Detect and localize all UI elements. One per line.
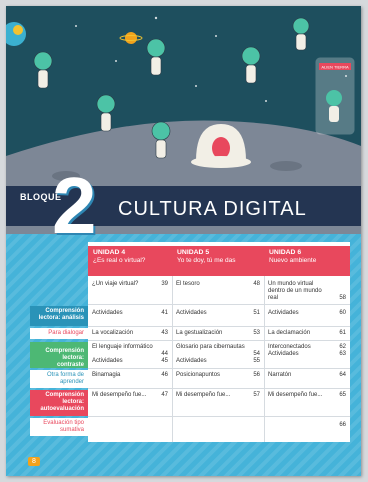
unit-title: UNIDAD 5	[177, 249, 210, 256]
section-label: Comprensión lectora: autoevaluación	[30, 390, 88, 416]
unit-header: UNIDAD 4 ¿Es real o virtual?	[88, 246, 172, 276]
toc-entry[interactable]: La vocalización	[92, 330, 134, 336]
toc-page: 65	[339, 392, 346, 398]
toc-entry[interactable]: Posicionapuntos	[176, 372, 221, 378]
toc-page: 43	[161, 330, 168, 336]
toc-page: 45	[161, 358, 168, 364]
toc-entry[interactable]: La declamación	[268, 330, 311, 336]
toc-entry[interactable]: Actividades	[268, 351, 299, 357]
unit-header: UNIDAD 5 Yo te doy, tú me das	[172, 246, 264, 276]
toc-page: 57	[253, 392, 260, 398]
toc-page: 55	[253, 358, 260, 364]
toc-page: 61	[339, 330, 346, 336]
toc-page: 39	[161, 281, 168, 287]
toc-entry[interactable]: Actividades	[268, 310, 299, 316]
toc-page: 58	[339, 295, 346, 301]
unit-subtitle: Yo te doy, tú me das	[177, 257, 236, 264]
unit-title: UNIDAD 4	[93, 249, 126, 256]
block-label: BLOQUE	[20, 192, 62, 202]
unit-subtitle: Nuevo ambiente	[269, 257, 317, 264]
toc-page: 63	[339, 351, 346, 357]
toc-page: 41	[161, 310, 168, 316]
unit-subtitle: ¿Es real o virtual?	[93, 257, 146, 264]
section-label: Evaluación tipo sumativa	[30, 418, 88, 436]
screen-badge: ALIEN TIERRA	[321, 65, 349, 70]
section-label: Comprensión lectora: análisis	[30, 306, 88, 326]
toc-entry[interactable]: Actividades	[92, 310, 123, 316]
section-label: Otra forma de aprender	[30, 370, 88, 388]
toc-page: 66	[339, 422, 346, 428]
toc-page: 47	[161, 392, 168, 398]
toc-page: 44	[161, 351, 168, 357]
toc-entry[interactable]: Actividades	[176, 310, 207, 316]
toc-page: 62	[339, 344, 346, 350]
toc-entry[interactable]: Actividades	[176, 358, 207, 364]
toc-entry[interactable]: Interconectados	[268, 344, 311, 350]
toc-entry[interactable]: ¿Un viaje virtual?	[92, 281, 139, 287]
toc-entry[interactable]: Glosario para cibernautas	[176, 344, 245, 350]
toc-entry[interactable]: Mi desempeño fue...	[176, 392, 231, 398]
toc-entry[interactable]: Narratón	[268, 372, 292, 378]
page-title: CULTURA DIGITAL	[118, 198, 307, 220]
toc-page: 51	[253, 310, 260, 316]
toc-page: 54	[253, 351, 260, 357]
toc-entry[interactable]: El lenguaje informático	[92, 344, 153, 350]
toc-page: 53	[253, 330, 260, 336]
toc-entry[interactable]: Un mundo virtual dentro de un mundo real	[268, 281, 322, 301]
block-number: 2	[52, 161, 97, 250]
toc-page: 48	[253, 281, 260, 287]
toc-entry[interactable]: El tesoro	[176, 281, 200, 287]
toc-page: 56	[253, 372, 260, 378]
unit-header: UNIDAD 6 Nuevo ambiente	[264, 246, 350, 276]
page-number: 8	[28, 457, 40, 466]
toc-page: 46	[161, 372, 168, 378]
block-title-bar	[6, 186, 361, 226]
toc-entry[interactable]: Actividades	[92, 358, 123, 364]
section-label: Comprensión lectora: contraste	[30, 342, 88, 368]
toc-entry[interactable]: Mi desempeño fue...	[268, 392, 323, 398]
book-page: ALIEN TIERRA BLOQUE 2 CULTURA DIGITAL UN…	[6, 6, 361, 476]
toc-entry[interactable]: Mi desempeño fue...	[92, 392, 147, 398]
toc-entry[interactable]: Binamagia	[92, 372, 121, 378]
toc-page: 64	[339, 372, 346, 378]
section-label: Para dialogar	[30, 328, 88, 339]
unit-title: UNIDAD 6	[269, 249, 302, 256]
toc-entry[interactable]: La gestualización	[176, 330, 223, 336]
toc-page: 60	[339, 310, 346, 316]
